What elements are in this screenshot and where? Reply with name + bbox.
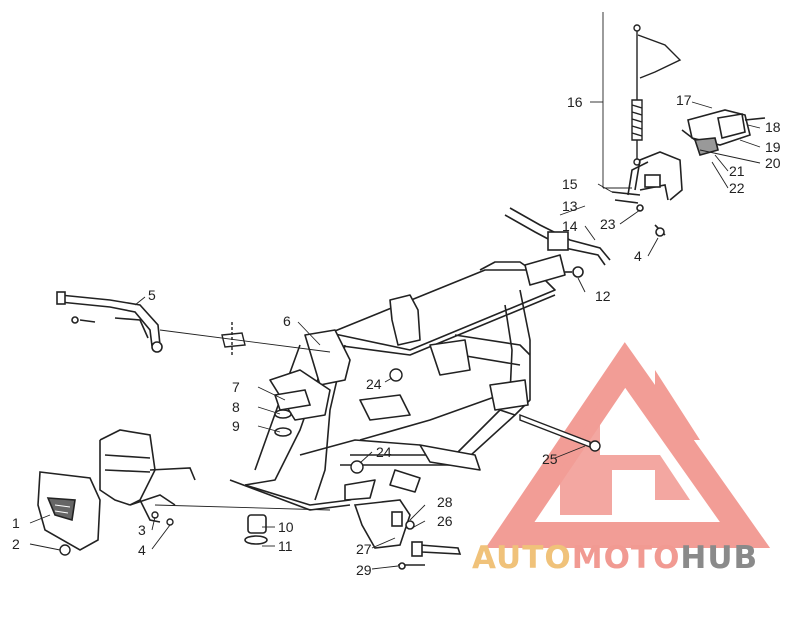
main-frame [229,254,566,511]
bushing-mount [244,514,268,545]
callout-15: 15 [562,176,578,192]
callout-1: 1 [12,515,20,531]
screw-2 [59,544,71,556]
callout-10: 10 [278,519,294,535]
callout-3: 3 [138,522,146,538]
callout-26: 26 [437,513,453,529]
front-handle-bar [56,291,163,353]
callout-9: 9 [232,418,240,434]
front-bumper [99,429,196,523]
callout-18: 18 [765,119,781,135]
callout-7: 7 [232,379,240,395]
callout-2: 2 [12,536,20,552]
bracket-stack [273,389,312,437]
callout-25: 25 [542,451,558,467]
skid-plate [37,471,101,551]
callout-24-lower: 24 [376,444,392,460]
callout-4-front: 4 [138,542,146,558]
callout-21: 21 [729,163,745,179]
nut-24-upper [389,368,403,382]
callout-27: 27 [356,541,372,557]
flag-pole [631,24,682,166]
callout-20: 20 [765,155,781,171]
callout-4-rear: 4 [634,248,642,264]
callout-6: 6 [283,313,291,329]
nut-4-front [166,518,174,526]
callout-labels: 1 2 3 4 4 5 6 7 8 9 10 11 12 13 14 15 16… [12,92,781,578]
callout-8: 8 [232,399,240,415]
watermark-logo [485,342,771,548]
watermark-auto: AUTO [472,540,572,576]
callout-14: 14 [562,218,578,234]
long-bolt-25 [519,413,601,452]
fastener-6 [221,322,246,355]
rear-bracket [353,499,462,570]
nut-24-lower [350,460,364,474]
leader-lines [29,12,761,570]
tail-light [681,109,766,156]
callout-29: 29 [356,562,372,578]
callout-17: 17 [676,92,692,108]
watermark-text: AUTOMOTOHUB [472,540,758,576]
callout-22: 22 [729,180,745,196]
callout-28: 28 [437,494,453,510]
callout-13: 13 [562,198,578,214]
callout-5: 5 [148,287,156,303]
watermark-moto: MOTO [572,540,681,576]
callout-19: 19 [765,139,781,155]
callout-23: 23 [600,216,616,232]
callout-12: 12 [595,288,611,304]
svg-text:AUTOMOTOHUB: AUTOMOTOHUB [472,540,758,576]
rear-rack [504,207,611,278]
watermark-hub: HUB [680,540,758,576]
callout-11: 11 [278,538,293,554]
callout-24-upper: 24 [366,376,382,392]
callout-16: 16 [567,94,583,110]
rear-guard [611,151,683,237]
